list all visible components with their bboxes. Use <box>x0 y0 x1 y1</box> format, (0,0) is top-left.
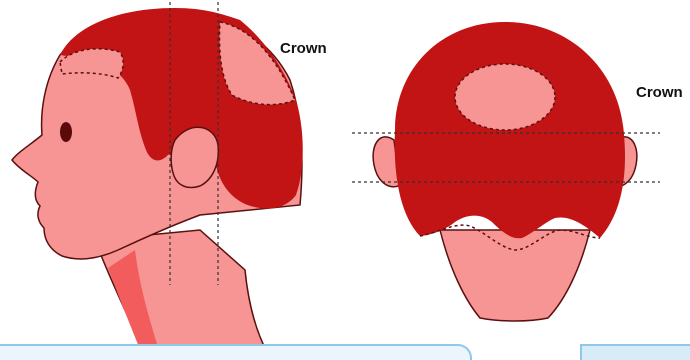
back-view-crown-label: Crown <box>636 84 683 101</box>
side-crown-patch <box>220 22 296 105</box>
side-eye <box>60 122 72 142</box>
back-view-head <box>352 22 660 321</box>
back-neck <box>440 230 590 321</box>
side-view-crown-label: Crown <box>280 40 327 57</box>
side-view-head <box>12 2 303 354</box>
back-crown-patch <box>455 64 555 130</box>
bottom-panel-right <box>580 344 690 360</box>
bottom-panel-left <box>0 344 472 360</box>
